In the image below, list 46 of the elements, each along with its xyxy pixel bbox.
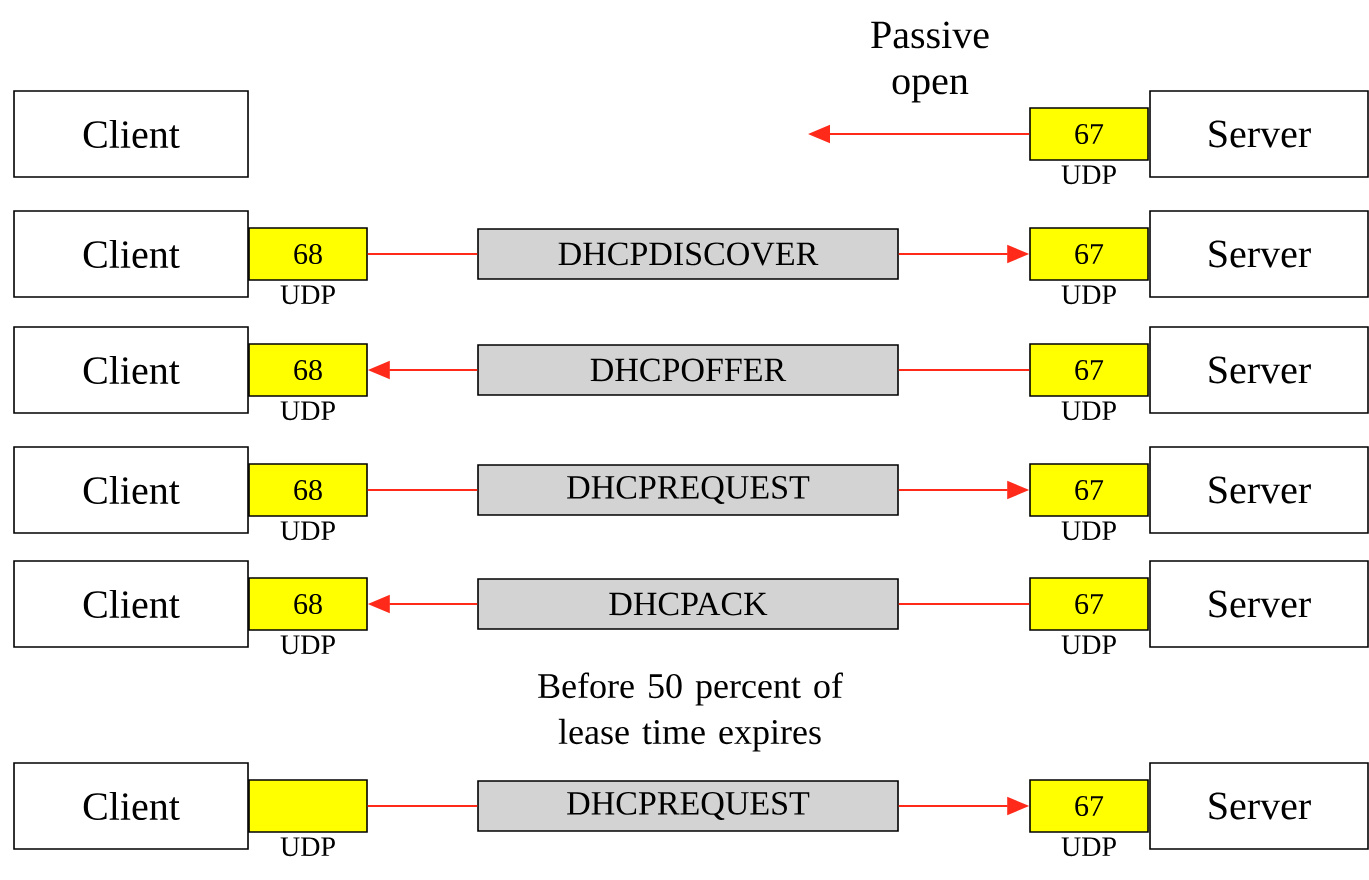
client-box: Client [13,326,249,414]
port-label: UDP [280,401,335,421]
connector-line [897,369,1031,371]
server-box: Server [1149,326,1369,414]
server-box: Server [1149,210,1369,298]
port-label: UDP [1061,521,1116,541]
message-box: DHCPDISCOVER [477,228,899,280]
server-box: Server [1149,446,1369,534]
port-box: 67 [1029,107,1149,161]
port-label: UDP [1061,165,1116,185]
client-box: Client [13,762,249,850]
server-box: Server [1149,90,1369,178]
port-box: 68 [248,463,368,517]
port-label: UDP [1061,837,1116,857]
port-box: 67 [1029,463,1149,517]
port-label: UDP [1061,401,1116,421]
connector-line [366,489,479,491]
port-label: UDP [280,521,335,541]
port-box [248,779,368,833]
client-box: Client [13,446,249,534]
server-box: Server [1149,762,1369,850]
port-box: 67 [1029,577,1149,631]
message-box: DHCPOFFER [477,344,899,396]
port-label: UDP [280,285,335,305]
edge-label: Passive open [871,21,989,103]
connector-line [366,805,479,807]
note-text: Before 50 percent of lease time expires [538,672,843,752]
client-box: Client [13,90,249,178]
server-box: Server [1149,560,1369,648]
port-box: 67 [1029,779,1149,833]
message-box: DHCPACK [477,578,899,630]
port-box: 68 [248,577,368,631]
port-label: UDP [280,837,335,857]
port-box: 67 [1029,343,1149,397]
port-label: UDP [1061,285,1116,305]
connector-line [897,603,1031,605]
port-label: UDP [1061,635,1116,655]
port-label: UDP [280,635,335,655]
connector-line [366,253,479,255]
client-box: Client [13,210,249,298]
port-box: 68 [248,227,368,281]
client-box: Client [13,560,249,648]
message-box: DHCPREQUEST [477,780,899,832]
port-box: 67 [1029,227,1149,281]
port-box: 68 [248,343,368,397]
message-box: DHCPREQUEST [477,464,899,516]
